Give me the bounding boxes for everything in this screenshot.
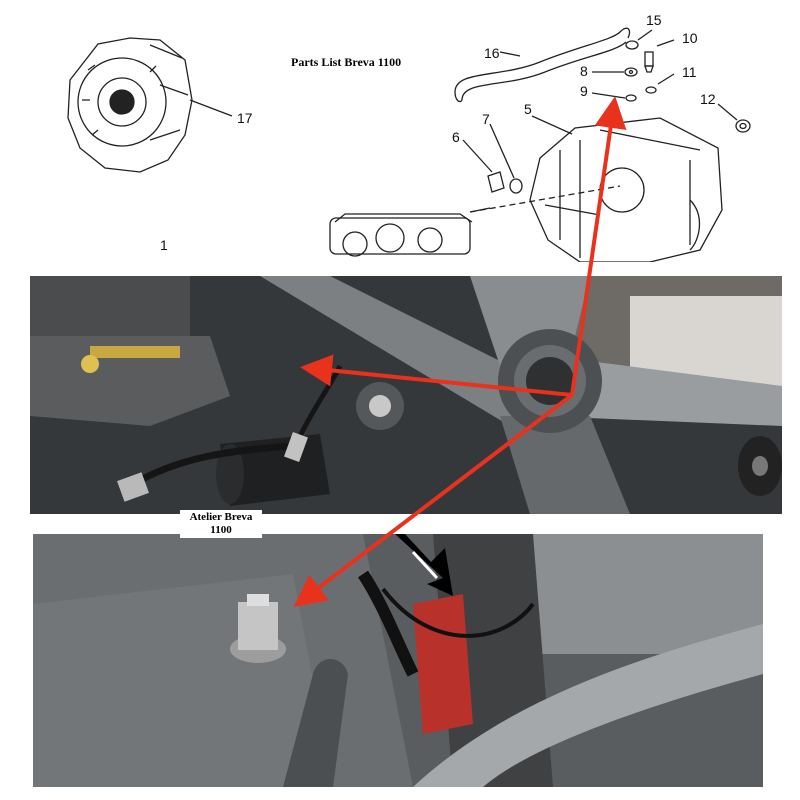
part-10-breather: [644, 51, 654, 73]
arrow-to-breather: [570, 96, 627, 396]
part-8-washer: [624, 67, 638, 77]
part-number-11: 11: [682, 64, 697, 80]
arrow-to-casing-bolt: [293, 393, 574, 607]
parts-diagram-drawing: 17 16 15 10 8 11 9 12 6 7 5 1: [67, 12, 751, 262]
part-number-9: 9: [580, 83, 588, 99]
part-number-8: 8: [580, 63, 588, 79]
photo-frame-area: [30, 276, 782, 514]
part-number-7: 7: [482, 111, 490, 127]
part-number-16: 16: [484, 45, 500, 61]
part-number-12: 12: [700, 91, 716, 107]
part-11-washer: [645, 86, 657, 94]
part-7-oring: [509, 178, 523, 194]
part-number-6: 6: [452, 129, 460, 145]
atelier-label: Atelier Breva 1100: [180, 510, 262, 538]
arrow-to-frame-bolt: [300, 354, 573, 397]
part-15-clip: [625, 40, 639, 50]
photo-frame-drawing: [30, 276, 782, 514]
parts-list-title: Parts List Breva 1100: [291, 55, 402, 69]
part-number-10: 10: [682, 30, 698, 46]
part-16-hose: [454, 27, 631, 103]
part-12-plug: [735, 119, 751, 133]
part-1-gear-cluster: [329, 207, 491, 257]
parts-diagram: 17 16 15 10 8 11 9 12 6 7 5 1 Parts List…: [0, 0, 800, 262]
part-number-1: 1: [160, 237, 168, 253]
part-number-5: 5: [524, 101, 532, 117]
part-17-housing: [67, 37, 193, 173]
part-6-bushing: [487, 171, 505, 193]
part-number-15: 15: [646, 12, 662, 28]
part-number-17: 17: [237, 110, 253, 126]
part-5-casing: [529, 117, 723, 262]
